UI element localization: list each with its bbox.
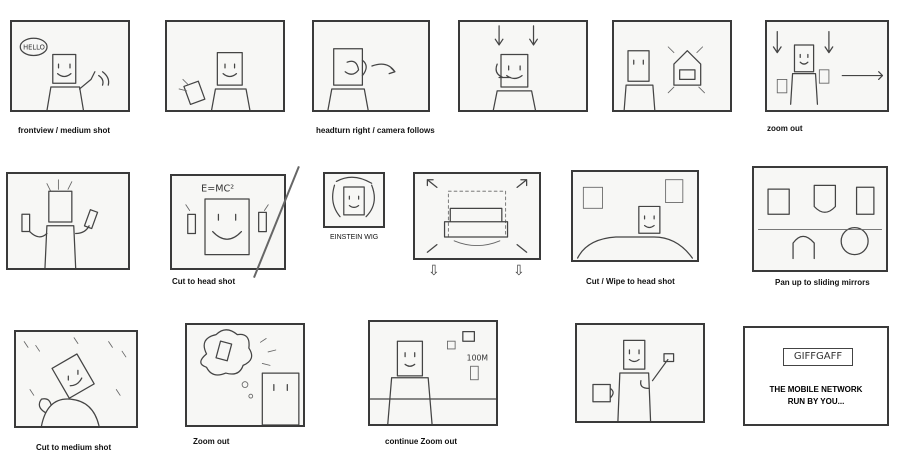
sofa-sketch	[576, 236, 694, 259]
storyboard-frame-6	[765, 20, 889, 112]
character-head	[627, 50, 650, 82]
phone-left	[21, 213, 31, 233]
teapot-sketch	[592, 383, 614, 403]
end-tagline: THE MOBILE NETWORK RUN BY YOU...	[745, 384, 887, 408]
character-head	[333, 48, 364, 86]
giffgaff-logo: GIFFGAFF	[783, 348, 853, 366]
arrow-down-right: ⇩	[513, 262, 525, 278]
storyboard-frame-1: HELLO	[10, 20, 130, 112]
character-head	[623, 339, 646, 370]
storyboard-frame-12	[14, 330, 138, 428]
storyboard-frame-5	[612, 20, 732, 112]
wig-caption: EINSTEIN WIG	[330, 234, 379, 241]
logo-text: GIFFGAFF	[793, 351, 843, 362]
tagline-line-1: THE MOBILE NETWORK	[769, 385, 863, 394]
sofa-sketch	[443, 207, 509, 238]
character-head	[638, 205, 661, 234]
gift-sketch	[462, 330, 476, 342]
house-sketch	[673, 50, 702, 86]
storyboard-frame-14: 100M	[368, 320, 498, 426]
caption-13: Zoom out	[193, 437, 230, 446]
speech-text: HELLO	[23, 44, 45, 52]
distance-text: 100M	[467, 353, 488, 362]
caption-14: continue Zoom out	[385, 437, 457, 446]
tagline-line-2: RUN BY YOU...	[787, 397, 845, 406]
character-head	[51, 353, 95, 399]
caption-12: Cut to medium shot	[36, 443, 112, 452]
storyboard-frame-9	[323, 172, 385, 228]
wig-sketch	[332, 176, 375, 218]
mirror-sketch	[840, 227, 869, 256]
storyboard-frame-13	[185, 323, 305, 427]
tool-sketch	[640, 353, 675, 389]
caption-11: Pan up to sliding mirrors	[775, 278, 870, 287]
character-head	[343, 186, 365, 216]
phone-right	[83, 209, 99, 230]
storyboard-frame-15	[575, 323, 705, 423]
arrow-down-left: ⇩	[428, 262, 440, 278]
speech-bubble	[19, 37, 48, 57]
caption-10: Cut / Wipe to head shot	[586, 277, 675, 286]
caption-8: Cut to head shot	[172, 277, 236, 286]
mirror-sketch	[767, 188, 790, 215]
character-head	[396, 340, 424, 377]
phone-right	[258, 211, 267, 233]
storyboard-frame-10a	[413, 172, 541, 260]
storyboard-frame-10	[571, 170, 699, 262]
phone-sketch	[183, 80, 206, 106]
character-head	[216, 51, 243, 86]
mirror-sketch	[855, 186, 875, 215]
phone-left	[187, 213, 197, 235]
caption-3: headturn right / camera follows	[316, 126, 435, 135]
character-head	[793, 44, 815, 73]
storyboard-frame-16: GIFFGAFF THE MOBILE NETWORK RUN BY YOU..…	[743, 326, 889, 426]
thought-bubble	[200, 329, 253, 376]
caption-1: frontview / medium shot	[18, 126, 111, 135]
character-head	[204, 198, 250, 256]
storyboard-frame-8: E=MC²	[170, 174, 286, 270]
caption-6: zoom out	[767, 124, 803, 133]
storyboard-frame-3	[312, 20, 430, 112]
character-head	[500, 53, 529, 88]
storyboard-frame-4	[458, 20, 588, 112]
character-head	[48, 190, 73, 223]
storyboard-frame-2	[165, 20, 285, 112]
mirror-sketch	[813, 184, 837, 213]
storyboard-frame-11	[752, 166, 888, 272]
formula-text: E=MC²	[201, 183, 234, 194]
storyboard-frame-7	[6, 172, 130, 270]
character-head	[52, 53, 77, 84]
character-head	[261, 372, 300, 425]
